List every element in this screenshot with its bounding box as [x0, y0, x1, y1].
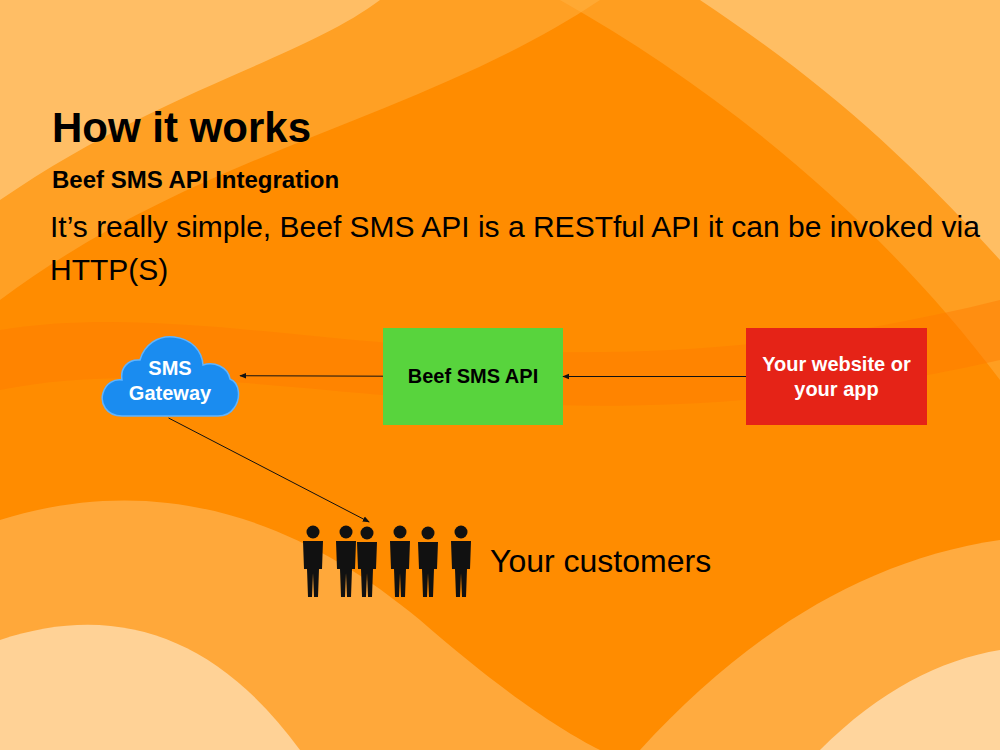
node-label: Your website or your app: [752, 352, 921, 402]
person-silhouette: [336, 526, 356, 598]
customer-group: Your customers: [300, 522, 760, 600]
person-silhouette: [357, 527, 377, 598]
cloud-node: SMS Gateway: [100, 333, 240, 418]
background-wave: [0, 500, 600, 750]
arrow-connector: [563, 376, 746, 377]
person-silhouette: [418, 527, 438, 598]
arrow-connector: [240, 375, 383, 376]
node-label: SMS Gateway: [106, 356, 234, 406]
description-text: It’s really simple, Beef SMS API is a RE…: [50, 206, 990, 292]
node-content: Your customers: [300, 522, 760, 600]
node-content: SMS Gateway: [100, 333, 240, 418]
title: How it works: [52, 104, 311, 152]
node-label: Beef SMS API: [408, 364, 538, 389]
person-silhouette: [390, 526, 410, 598]
background-wave: [820, 650, 1000, 750]
person-silhouette: [303, 526, 323, 598]
process-box: Beef SMS API: [383, 328, 563, 425]
background-wave: [0, 625, 300, 750]
subtitle: Beef SMS API Integration: [52, 166, 752, 194]
customer-silhouettes: [303, 526, 471, 598]
person-silhouette: [451, 526, 471, 598]
node-content: Your website or your app: [746, 328, 927, 425]
process-box: Your website or your app: [746, 328, 927, 425]
arrow-connector: [169, 418, 370, 522]
node-content: Beef SMS API: [383, 328, 563, 425]
cloud-outline: [102, 337, 238, 416]
node-label: Your customers: [490, 541, 711, 581]
